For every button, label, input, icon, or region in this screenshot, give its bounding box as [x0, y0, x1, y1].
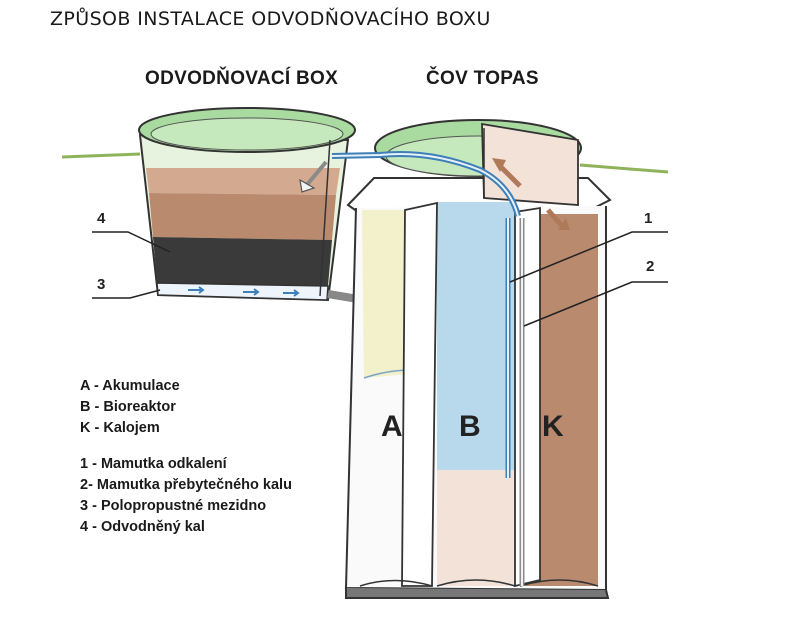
chamber-b-sludge: [437, 470, 515, 586]
partition-ab: [402, 203, 437, 586]
legend: A - Akumulace B - Bioreaktor K - Kalojem…: [80, 376, 292, 538]
wwtp-tank: [346, 120, 610, 598]
dewatered-sludge-layer: [153, 237, 332, 286]
legend-item-k: K - Kalojem: [80, 418, 292, 439]
legend-gap: [80, 439, 292, 454]
chamber-label-a: A: [381, 410, 403, 444]
callout-2: 2: [646, 258, 654, 275]
dewatering-box: [139, 108, 355, 300]
chamber-label-k: K: [542, 410, 564, 444]
legend-item-b: B - Bioreaktor: [80, 397, 292, 418]
callout-4: 4: [97, 210, 105, 227]
sludge-layer: [149, 193, 336, 240]
legend-item-4: 4 - Odvodněný kal: [80, 517, 292, 538]
legend-item-1: 1 - Mamutka odkalení: [80, 454, 292, 475]
partition-bk: [515, 208, 540, 586]
chamber-label-b: B: [459, 410, 481, 444]
legend-item-2: 2- Mamutka přebytečného kalu: [80, 475, 292, 496]
legend-item-3: 3 - Polopropustné mezidno: [80, 496, 292, 517]
callout-3: 3: [97, 276, 105, 293]
callout-1: 1: [644, 210, 652, 227]
semi-permeable-bottom: [157, 283, 328, 300]
legend-item-a: A - Akumulace: [80, 376, 292, 397]
